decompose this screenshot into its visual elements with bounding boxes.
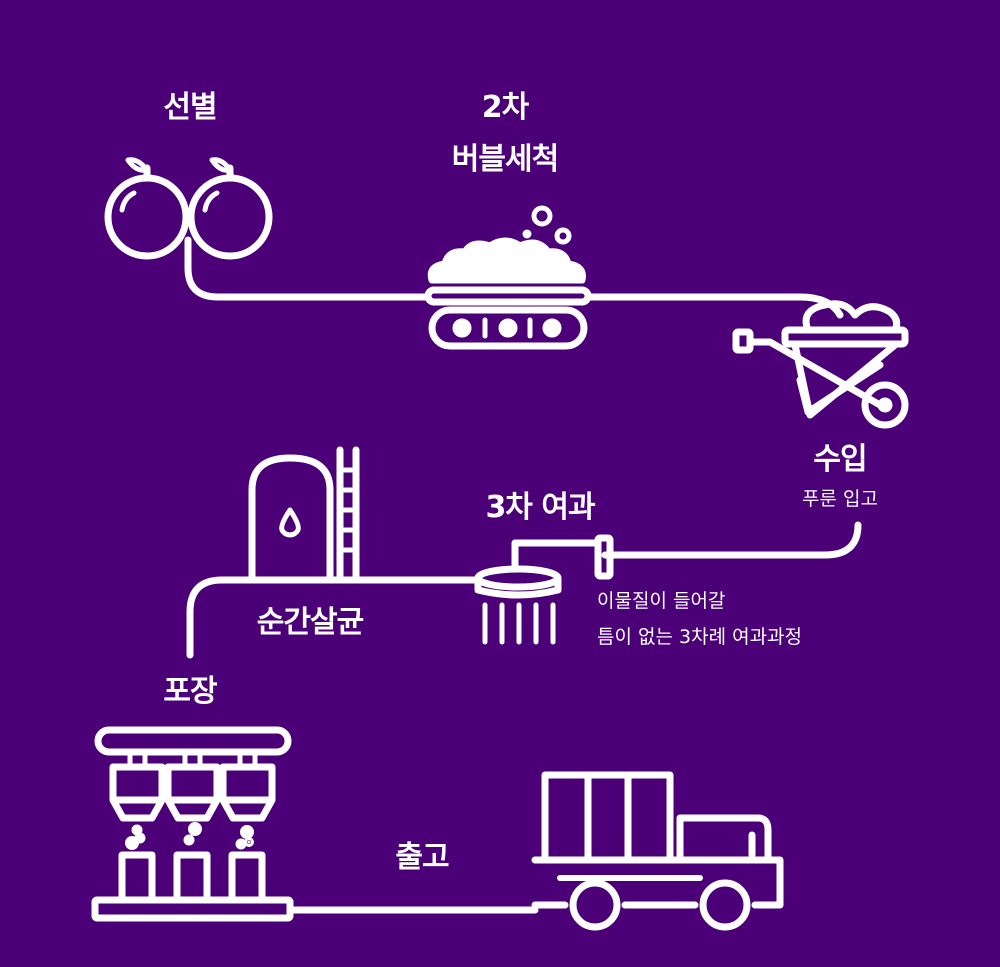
flow-line <box>601 521 862 559</box>
step-packaging-title: 포장 <box>163 674 217 709</box>
truck-icon <box>531 771 784 931</box>
bubble-wash-icon <box>424 205 592 350</box>
step-shipping-title: 출고 <box>395 840 449 875</box>
step-bubble-wash-title-line2: 버블세척 <box>451 142 559 177</box>
step-intake-title: 수입 <box>813 442 867 477</box>
sterilization-tank-icon <box>248 446 360 584</box>
flow-line <box>186 576 479 659</box>
step-sterilization-title: 순간살균 <box>256 605 364 640</box>
step-intake-subtitle: 푸룬 입고 <box>802 488 878 510</box>
wheelbarrow-icon <box>732 300 909 429</box>
step-sorting-title: 선별 <box>163 90 217 125</box>
filter-icon <box>474 534 614 645</box>
step-bubble-wash-title-line1: 2차 <box>481 90 529 125</box>
step-filtration-title: 3차 여과 <box>485 490 595 525</box>
step-filtration-desc-line2: 틈이 없는 3차례 여과과정 <box>597 626 803 648</box>
apples-icon <box>104 157 273 260</box>
step-filtration-desc-line1: 이물질이 들어갈 <box>597 590 726 612</box>
packaging-machine-icon <box>91 726 294 922</box>
